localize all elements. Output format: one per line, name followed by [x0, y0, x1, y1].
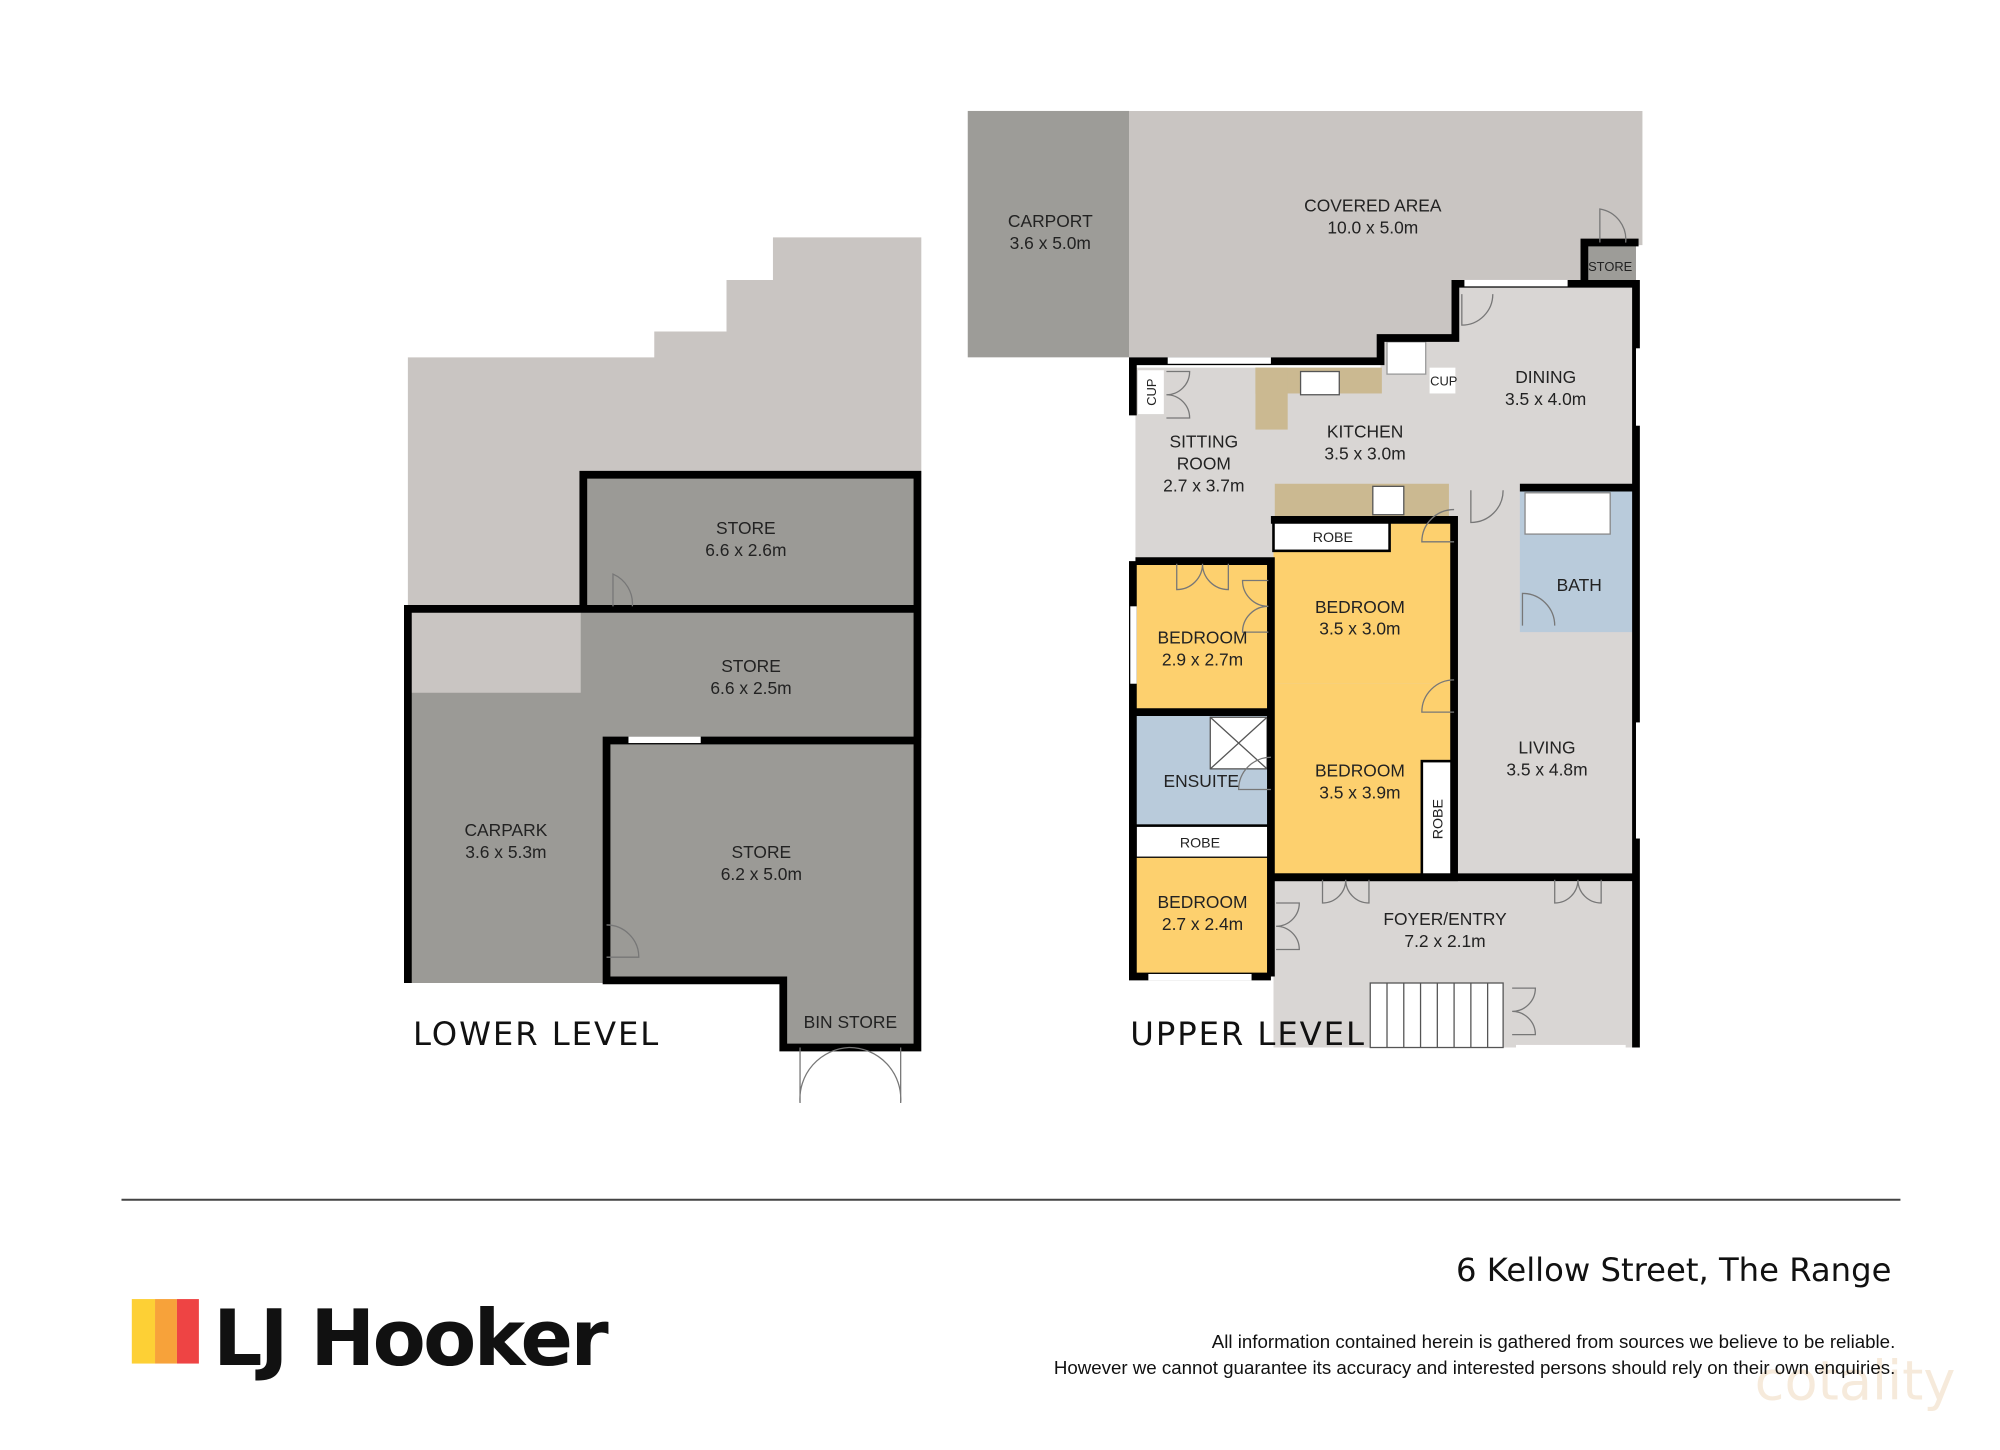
room-label: ROBE	[1430, 799, 1446, 839]
room-label: FOYER/ENTRY	[1383, 909, 1507, 929]
window	[1167, 357, 1271, 364]
room-size: 6.2 x 5.0m	[721, 864, 802, 884]
upper-level-plan: CARPORT 3.6 x 5.0m COVERED AREA 10.0 x 5…	[967, 110, 1643, 1053]
window	[1635, 348, 1643, 426]
room-label: STORE	[721, 656, 781, 676]
room-size: 3.6 x 5.3m	[465, 842, 546, 862]
room-label: BIN STORE	[804, 1012, 898, 1032]
door-swing	[606, 573, 640, 958]
lower-level-title: LOWER LEVEL	[413, 1015, 660, 1053]
room-label: LIVING	[1518, 737, 1575, 757]
room-size: 3.5 x 4.0m	[1505, 389, 1586, 409]
lower-level-plan: STORE 6.6 x 2.6m STORE 6.6 x 2.5m CARPAR…	[404, 237, 922, 1104]
store-room-2	[410, 608, 918, 984]
cooktop	[1372, 485, 1405, 516]
room-size: 3.5 x 3.0m	[1319, 619, 1400, 639]
room-label: CARPORT	[1008, 211, 1093, 231]
wall	[404, 605, 918, 984]
window	[1148, 973, 1252, 981]
door-swing	[1166, 208, 1627, 1036]
room-label: BEDROOM	[1158, 892, 1248, 912]
room-label: ROOM	[1177, 454, 1231, 474]
upper-level-title: UPPER LEVEL	[1130, 1015, 1366, 1053]
logo-bar-red	[176, 1299, 199, 1364]
room-label: BEDROOM	[1315, 761, 1405, 781]
room-label: CARPARK	[464, 820, 547, 840]
room-label: BEDROOM	[1315, 597, 1405, 617]
room-size: 3.6 x 5.0m	[1010, 233, 1091, 253]
wall	[579, 470, 922, 1052]
room-label: SITTING	[1169, 432, 1238, 452]
room-label: STORE	[1588, 259, 1633, 274]
address: 6 Kellow Street, The Range	[1456, 1251, 1891, 1289]
robe-1	[1272, 518, 1391, 553]
window	[1635, 722, 1643, 839]
kitchen-bench	[1255, 367, 1288, 430]
watermark: cotality	[1755, 1350, 1956, 1413]
bin-store	[783, 983, 918, 1048]
room-label: STORE	[716, 518, 776, 538]
room-label: ENSUITE	[1164, 771, 1239, 791]
window	[628, 736, 701, 744]
room-label: COVERED AREA	[1304, 196, 1442, 216]
window	[1516, 1044, 1626, 1052]
disclaimer-line-2: However we cannot guarantee its accuracy…	[1054, 1357, 1895, 1378]
room-label: STORE	[732, 842, 792, 862]
lj-hooker-logo: LJ Hooker	[131, 1294, 611, 1384]
window	[1130, 606, 1137, 684]
kitchen-bench	[1274, 483, 1449, 518]
carport	[967, 110, 1130, 358]
room-label: BEDROOM	[1158, 628, 1248, 648]
room-label: ROBE	[1313, 530, 1353, 546]
store-room-3	[606, 740, 918, 984]
room-label: ROBE	[1180, 836, 1220, 852]
disclaimer-line-1: All information contained herein is gath…	[1212, 1331, 1896, 1352]
logo-bar-orange	[155, 1299, 177, 1364]
room-size: 2.7 x 2.4m	[1162, 914, 1243, 934]
room-label: CUP	[1430, 374, 1457, 389]
cup-2	[1429, 367, 1456, 394]
wall	[1135, 557, 1275, 977]
bathtub	[1524, 492, 1611, 535]
room-size: 2.7 x 3.7m	[1163, 476, 1244, 496]
covered-area	[1129, 110, 1643, 358]
store-small	[1584, 245, 1636, 284]
stairs	[1369, 982, 1504, 1049]
fridge	[1386, 341, 1427, 375]
room-size: 3.5 x 3.0m	[1324, 443, 1405, 463]
sink	[1299, 370, 1340, 396]
room-size: 7.2 x 2.1m	[1404, 931, 1485, 951]
bedroom-2	[1135, 561, 1271, 713]
room-size: 10.0 x 5.0m	[1327, 217, 1418, 237]
logo-text: LJ Hooker	[213, 1294, 608, 1384]
logo-bar-yellow	[131, 1299, 156, 1364]
room-size: 6.6 x 2.6m	[705, 540, 786, 560]
store-room-1	[583, 474, 918, 607]
wall	[1580, 238, 1639, 282]
room-size: 6.6 x 2.5m	[710, 678, 791, 698]
window	[1464, 279, 1568, 287]
room-label: DINING	[1515, 367, 1576, 387]
room-size: 3.5 x 4.8m	[1506, 759, 1587, 779]
cup-1	[1138, 370, 1164, 415]
room-label: KITCHEN	[1327, 421, 1403, 441]
bedroom-4	[1135, 857, 1271, 977]
door-swing	[799, 1046, 902, 1104]
room-label: CUP	[1144, 379, 1159, 406]
room-size: 2.9 x 2.7m	[1162, 650, 1243, 670]
room-label: BATH	[1557, 575, 1602, 595]
room-size: 3.5 x 3.9m	[1319, 783, 1400, 803]
